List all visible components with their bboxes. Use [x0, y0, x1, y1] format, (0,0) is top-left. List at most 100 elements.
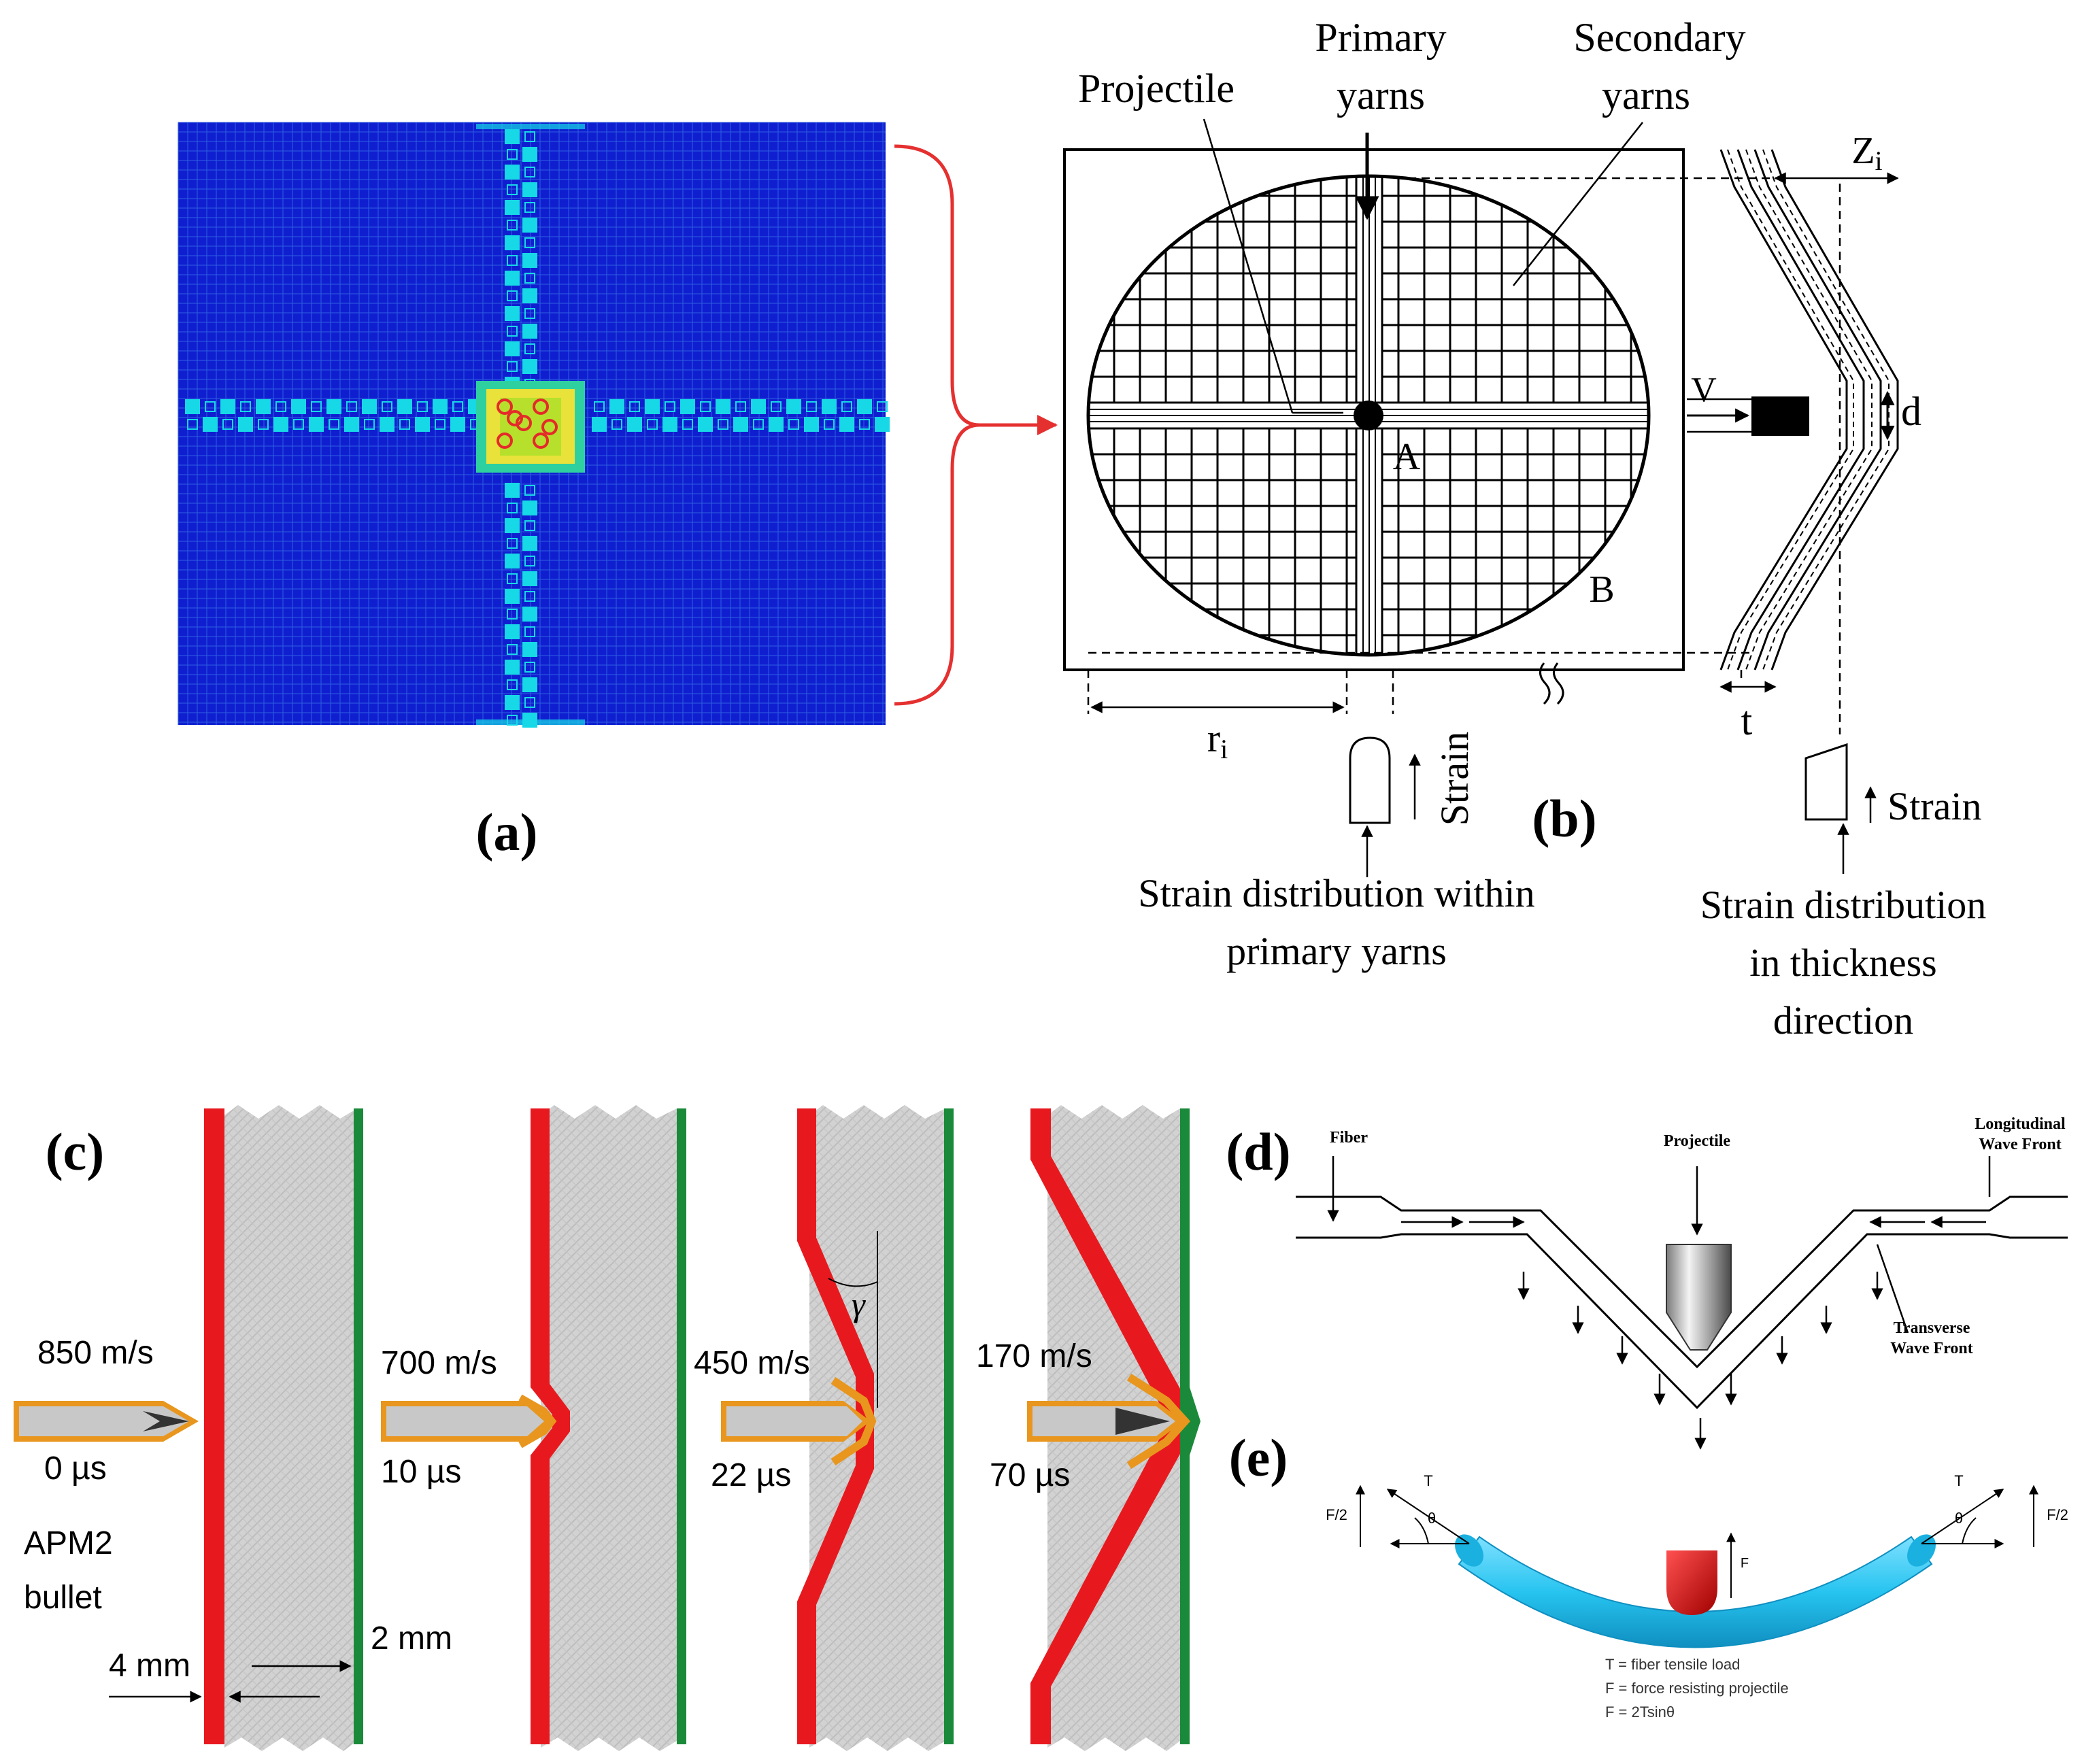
stripe-cell [238, 417, 253, 432]
theta-left: θ [1428, 1510, 1436, 1527]
stripe-cell [751, 399, 766, 414]
strain-label-horizontal: Strain [1887, 784, 1982, 828]
stripe-cell [627, 417, 642, 432]
stripe-cell [505, 554, 520, 569]
front-layer-deformed [531, 1108, 570, 1744]
projectile-point [1354, 401, 1383, 430]
stage-4-time: 70 µs [990, 1457, 1070, 1493]
stripe-cell [505, 306, 520, 321]
point-a-label: A [1393, 436, 1421, 478]
stripe-cell [522, 218, 537, 233]
panel-e: (e) T θ F/2 F T θ F/2 T = fiber tensile … [1229, 1428, 2068, 1720]
stripe-cell [609, 399, 624, 414]
panel-a: (a) [178, 122, 1058, 862]
legend-force: F = force resisting projectile [1605, 1680, 1789, 1697]
angle-gamma: γ [852, 1285, 866, 1323]
stripe-cell [273, 417, 288, 432]
stripe-cell [522, 501, 537, 515]
hot-spot [507, 410, 523, 426]
velocity-label: V [1691, 371, 1717, 409]
stripe-cell [822, 399, 837, 414]
panel-c: (c) 850 m/s 0 µs APM2 bullet 4 mm 2 mm 7… [14, 1105, 1200, 1751]
stripe-cell [522, 253, 537, 268]
stripe-cell [505, 271, 520, 286]
stripe-cell [522, 324, 537, 339]
stripe-cell [415, 417, 430, 432]
stripe-cell [680, 399, 695, 414]
strain-label-vertical: Strain [1432, 732, 1477, 826]
back-layer [354, 1108, 363, 1744]
stripe-cell [505, 341, 520, 356]
impact-stage-1 [14, 1105, 363, 1751]
strain-cross-stripes [185, 124, 890, 728]
stripe-cell [522, 182, 537, 197]
bullet-label-1: APM2 [24, 1525, 113, 1561]
stripe-cell [786, 399, 801, 414]
front-layer-deformed [797, 1108, 874, 1744]
stripe-cell [362, 399, 377, 414]
stripe-cell [505, 165, 520, 180]
stripe-cell [839, 417, 854, 432]
panel-d-label: (d) [1226, 1122, 1290, 1181]
impact-hot-zone [476, 381, 585, 473]
front-layer-deformed [1030, 1108, 1187, 1744]
stripe-cell [505, 695, 520, 710]
stage-4-speed: 170 m/s [976, 1338, 1092, 1374]
front-thickness-label: 4 mm [109, 1648, 190, 1684]
zi-label: Zi [1851, 130, 1882, 176]
hot-spot [497, 398, 513, 415]
force-label: F [1741, 1556, 1749, 1571]
stripe-cell [291, 399, 306, 414]
stripe-cell [857, 399, 872, 414]
t-label: t [1741, 698, 1753, 743]
stripe-cell [662, 417, 677, 432]
bent-fiber [1458, 1536, 1933, 1648]
tension-label-left: T [1424, 1472, 1432, 1489]
stripe-cell [505, 660, 520, 675]
stripe-cell [203, 417, 218, 432]
stage-3-time: 22 µs [711, 1457, 791, 1493]
hot-spot [533, 432, 549, 449]
stripe-cell [769, 417, 784, 432]
theta-right: θ [1955, 1510, 1963, 1527]
stripe-cell [522, 536, 537, 551]
stripe-cell [645, 399, 660, 414]
stripe-cell [522, 677, 537, 692]
impact-stage-4 [1027, 1105, 1200, 1751]
stripe-cell [522, 607, 537, 622]
projectile-cylinder [1666, 1244, 1732, 1351]
stripe-cell [716, 399, 731, 414]
front-layer [204, 1108, 224, 1744]
stripe-cell [505, 200, 520, 215]
stripe-cell [522, 288, 537, 303]
thickness-strain-shape [1804, 743, 1848, 821]
force-arrows [1356, 1485, 2038, 1598]
stripe-cell [185, 399, 200, 414]
stripe-cell [522, 571, 537, 586]
stripe-cell [522, 642, 537, 657]
panel-b-label: (b) [1532, 789, 1596, 848]
impact-stage-3: γ [721, 1105, 954, 1751]
legend-formula: F = 2Tsinθ [1605, 1703, 1675, 1720]
bullet-label-2: bullet [24, 1580, 102, 1616]
stripe-cell [256, 399, 271, 414]
stripe-cell [875, 417, 890, 432]
stripe-cell [380, 417, 394, 432]
stripe-cell [220, 399, 235, 414]
tension-label-right: T [1954, 1472, 1963, 1489]
radius-label: ri [1207, 716, 1228, 764]
projectile-red [1666, 1550, 1717, 1615]
stripe-cell [592, 417, 607, 432]
wave-arrows [1327, 1156, 1991, 1450]
stripe-cell [804, 417, 819, 432]
stripe-cell [505, 129, 520, 144]
fiber-label: Fiber [1330, 1129, 1368, 1147]
stripe-cell [505, 624, 520, 639]
stripe-cell [309, 417, 324, 432]
primary-strain-shape [1349, 736, 1391, 824]
stage-2-time: 10 µs [381, 1454, 461, 1490]
fabric-square [1063, 148, 1685, 671]
